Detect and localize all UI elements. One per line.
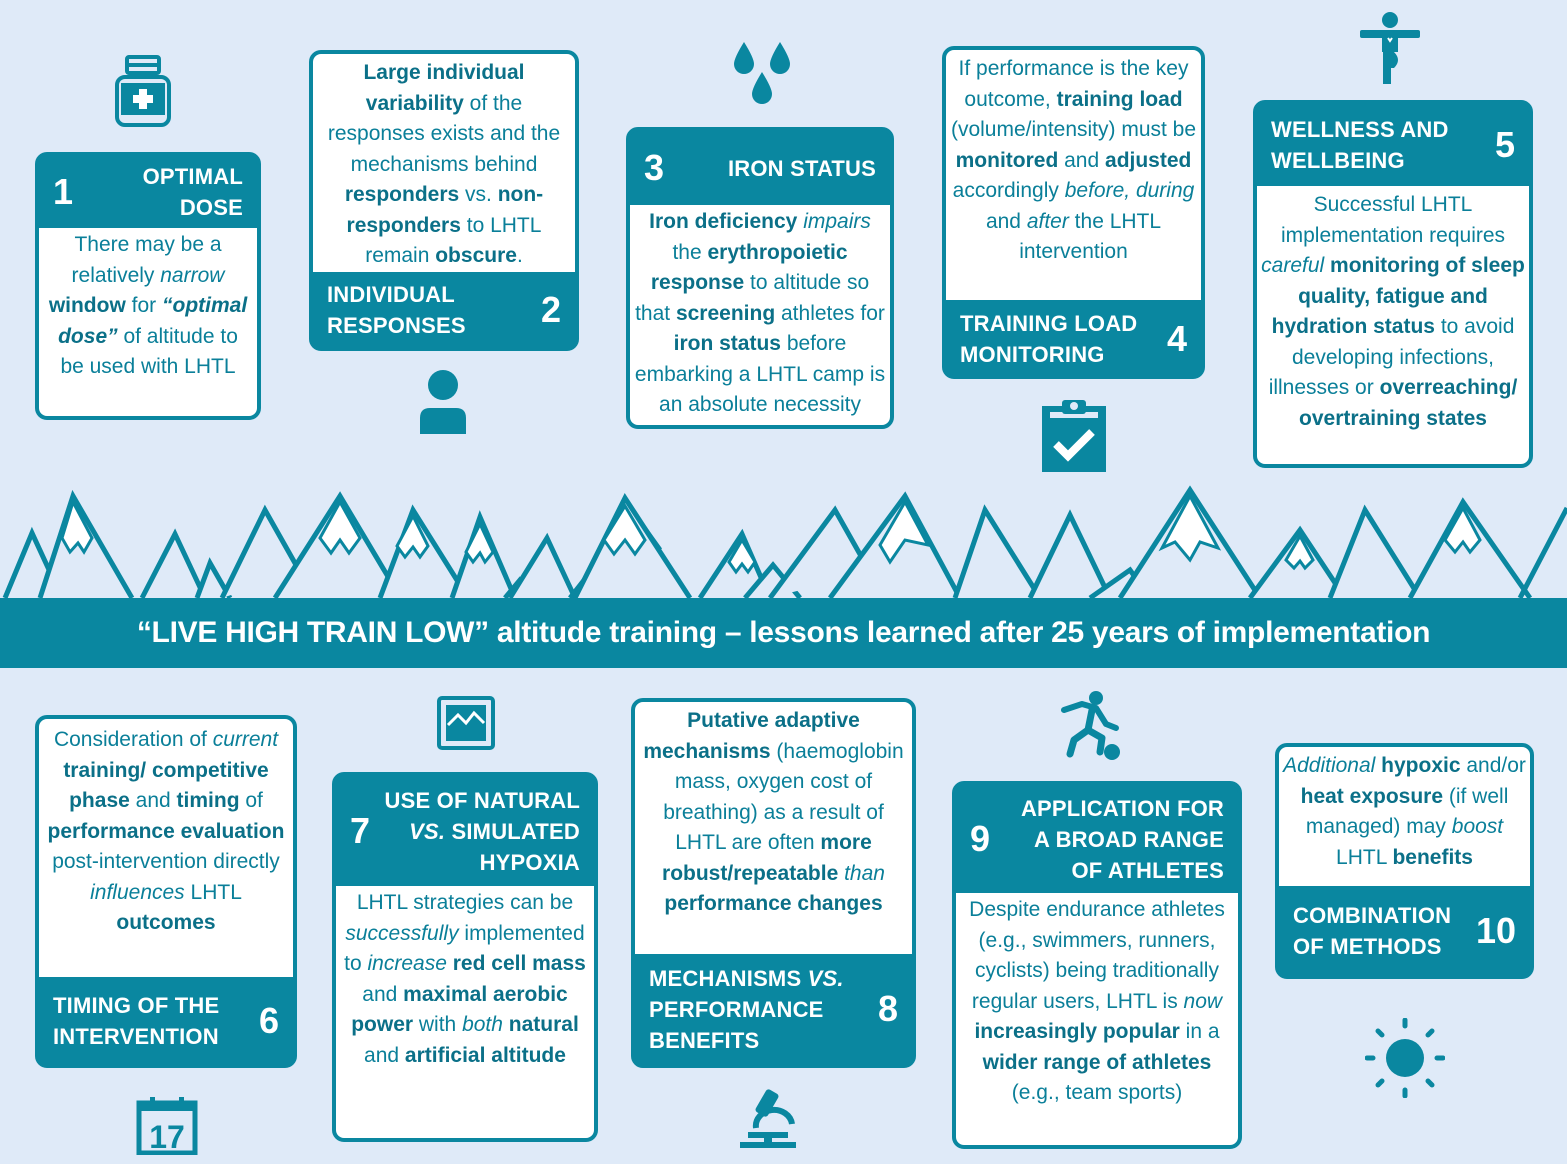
card-body: There may be a relatively narrow window …	[39, 228, 257, 416]
card-body: LHTL strategies can be successfully impl…	[336, 886, 594, 1138]
blood-drops-icon	[732, 42, 794, 106]
medicine-bottle-icon	[115, 55, 171, 127]
card-number: 3	[644, 147, 665, 188]
calendar-day-number: 17	[149, 1119, 185, 1155]
card-timing-of-the-intervention: Consideration of current training/ compe…	[35, 715, 297, 1068]
card-training-load-monitoring: If performance is the key outcome, train…	[942, 46, 1205, 379]
card-number: 8	[877, 988, 898, 1029]
card-number: 4	[1166, 318, 1187, 359]
card-number: 10	[1475, 910, 1516, 951]
sun-icon	[1365, 1018, 1445, 1098]
card-iron-status: 3 IRON STATUS Iron deficiency impairs th…	[626, 127, 894, 429]
card-number: 2	[540, 289, 561, 330]
card-body: Additional hypoxic and/or heat exposure …	[1279, 747, 1530, 886]
clipboard-check-icon	[1040, 396, 1108, 474]
card-body: Successful LHTL implementation requires …	[1257, 186, 1529, 464]
soccer-player-icon	[1060, 690, 1124, 762]
landscape-picture-icon	[436, 695, 496, 751]
card-body: Iron deficiency impairs the erythropoiet…	[630, 205, 890, 425]
person-icon	[418, 370, 468, 434]
yoga-pose-icon	[1360, 12, 1420, 84]
card-number: 9	[970, 818, 991, 859]
card-body: Large individual variability of the resp…	[313, 54, 575, 272]
card-mechanisms-vs-performance-benefits: Putative adaptive mechanisms (haemoglobi…	[631, 698, 916, 1068]
mountain-range-illustration	[2, 485, 1567, 600]
microscope-icon	[738, 1088, 800, 1150]
card-body: If performance is the key outcome, train…	[946, 50, 1201, 300]
calendar-icon: 17	[136, 1095, 198, 1155]
card-title: IRON STATUS	[727, 155, 876, 181]
card-number: 7	[350, 810, 371, 851]
card-body: Putative adaptive mechanisms (haemoglobi…	[635, 702, 912, 954]
card-number: 5	[1494, 124, 1515, 165]
card-individual-responses: Large individual variability of the resp…	[309, 50, 579, 351]
card-body: Despite endurance athletes (e.g., swimme…	[956, 893, 1238, 1145]
card-combination-of-methods: Additional hypoxic and/or heat exposure …	[1275, 743, 1534, 979]
card-number: 1	[53, 171, 74, 212]
infographic-title-banner: “LIVE HIGH TRAIN LOW” altitude training …	[0, 598, 1567, 668]
card-number: 6	[258, 1000, 279, 1041]
card-body: Consideration of current training/ compe…	[39, 719, 293, 977]
